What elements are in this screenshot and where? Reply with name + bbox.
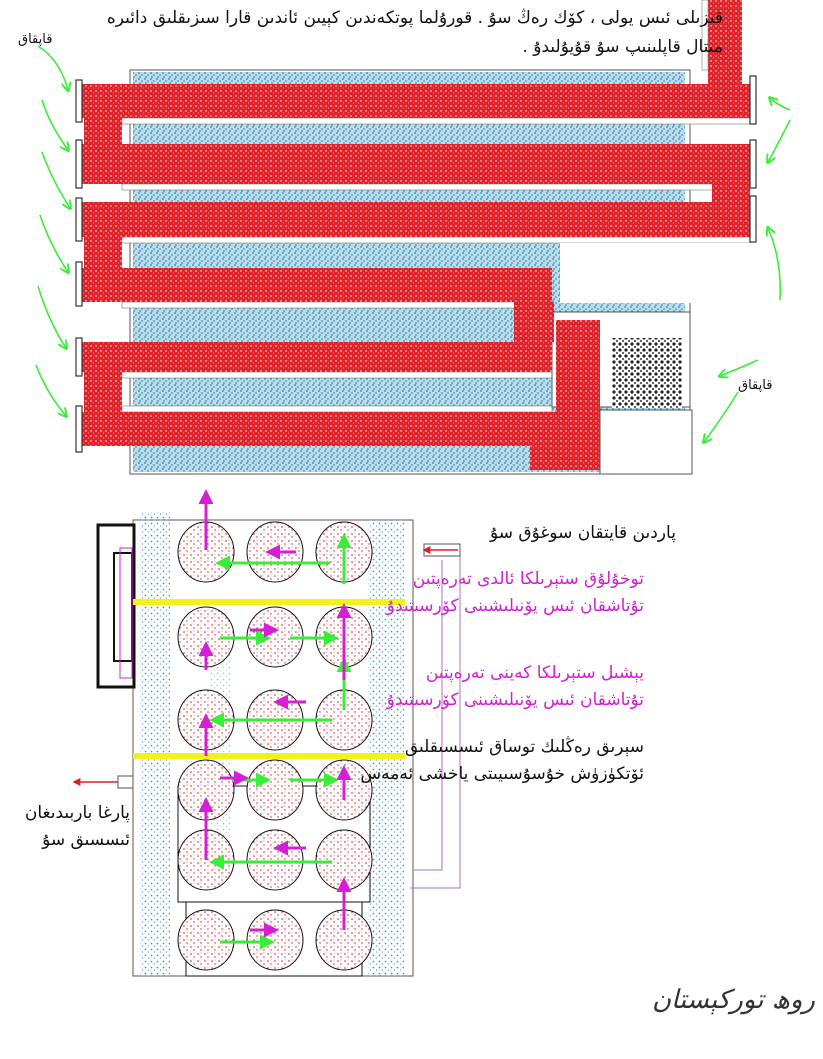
barrier-note-label: سېرىق رەڭلىك توساق ئىسسىقلىق ئۆتكۈزۈش خۇ… <box>360 734 644 788</box>
barrier-note-line2: ئۆتكۈزۈش خۇسۇسىيىتى ياخشى ئەمەس <box>360 764 644 784</box>
hot-water-line1: پارغا باربىدىغان <box>24 803 130 823</box>
valve-label-right: قاپقاق <box>738 378 773 393</box>
front-chamber-line1: توخۇلۇق ستېرىلكا ئالدى تەرەپتىن <box>412 569 644 589</box>
back-chamber-label: يېشىل ستېرىلكا كەينى تەرەپتىن تۇتاشقان ئ… <box>386 660 644 714</box>
bottom-panel <box>72 489 461 977</box>
barrier-note-line1: سېرىق رەڭلىك توساق ئىسسىقلىق <box>404 737 644 757</box>
top-note: قىزىلى ئىس يولى ، كۆك رەڭ سۇ . قورۇلما پ… <box>107 4 723 62</box>
front-chamber-line2: تۇتاشقان ئىس يۆنىلىشىنى كۆرسىتىدۇ <box>386 596 644 616</box>
back-chamber-line1: يېشىل ستېرىلكا كەينى تەرەپتىن <box>425 663 644 683</box>
top-panel <box>35 0 791 475</box>
water-in-label: پاردىن قايتقان سوغۇق سۇ <box>490 523 676 543</box>
back-chamber-line2: تۇتاشقان ئىس يۆنىلىشىنى كۆرسىتىدۇ <box>386 690 644 710</box>
hot-water-label: پارغا باربىدىغان ئىسسىق سۇ <box>24 800 130 854</box>
watermark-logo: روھ توركېستان <box>651 985 815 1015</box>
valve-label-left: قاپقاق <box>18 32 53 47</box>
top-note-line2: مىتال قاپلىنىپ سۇ قۇيۇلىدۇ . <box>522 37 723 57</box>
top-note-line1: قىزىلى ئىس يولى ، كۆك رەڭ سۇ . قورۇلما پ… <box>106 8 723 28</box>
hot-water-line2: ئىسسىق سۇ <box>42 830 130 850</box>
front-chamber-label: توخۇلۇق ستېرىلكا ئالدى تەرەپتىن تۇتاشقان… <box>386 566 644 620</box>
